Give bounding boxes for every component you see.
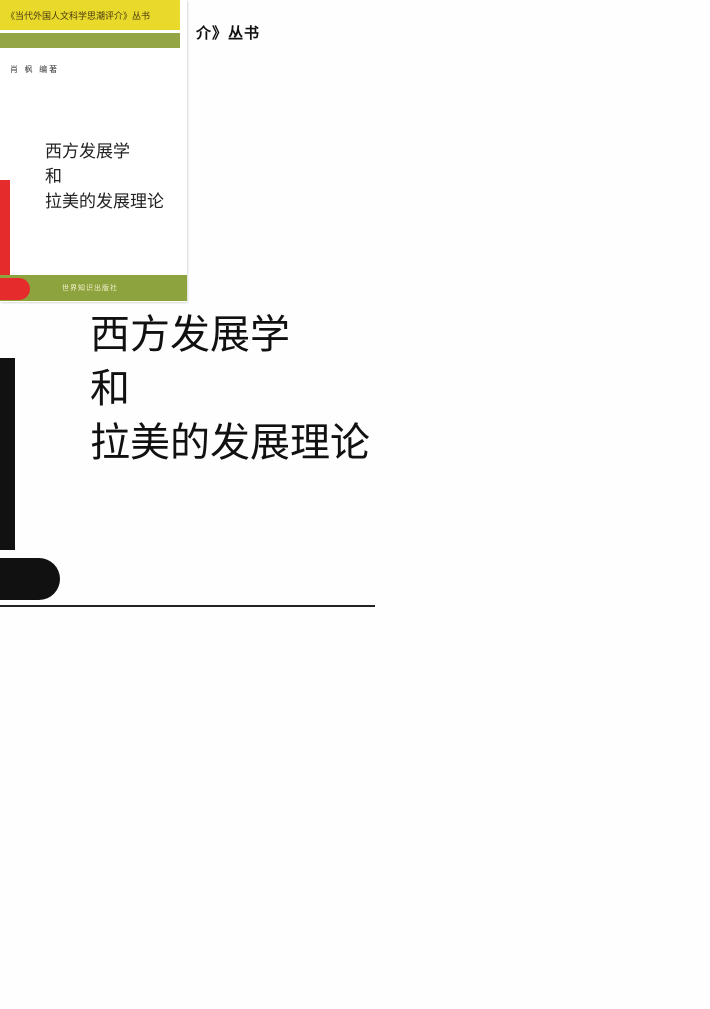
cover-title-line: 拉美的发展理论 <box>45 192 164 212</box>
cover-red-bar <box>0 180 10 275</box>
cover-author: 肖 枫 编著 <box>10 65 60 74</box>
cover-title-line: 和 <box>45 167 62 187</box>
cover-title: 西方发展学 和 拉美的发展理论 <box>45 140 164 215</box>
cover-red-tab <box>0 278 30 300</box>
cover-title-line: 西方发展学 <box>45 142 130 162</box>
cover-series-title: 《当代外国人文科学思潮评介》丛书 <box>6 12 151 22</box>
cover-thumbnail: 《当代外国人文科学思潮评介》丛书 肖 枫 编著 西方发展学 和 拉美的发展理论 … <box>0 0 187 302</box>
divider <box>0 605 375 607</box>
cover-publisher: 世界知识出版社 <box>62 284 118 292</box>
cover-yellow-band <box>0 0 180 30</box>
title-line: 西方发展学 <box>90 312 290 358</box>
cover-green-band <box>0 33 180 48</box>
title-line: 拉美的发展理论 <box>90 420 370 466</box>
book-title: 西方发展学 和 拉美的发展理论 <box>90 308 370 470</box>
title-line: 和 <box>90 366 130 412</box>
cover-publisher-band <box>0 275 187 301</box>
decorative-bar <box>0 358 15 550</box>
series-title-fragment: 介》丛书 <box>196 24 261 42</box>
decorative-tab <box>0 558 60 600</box>
